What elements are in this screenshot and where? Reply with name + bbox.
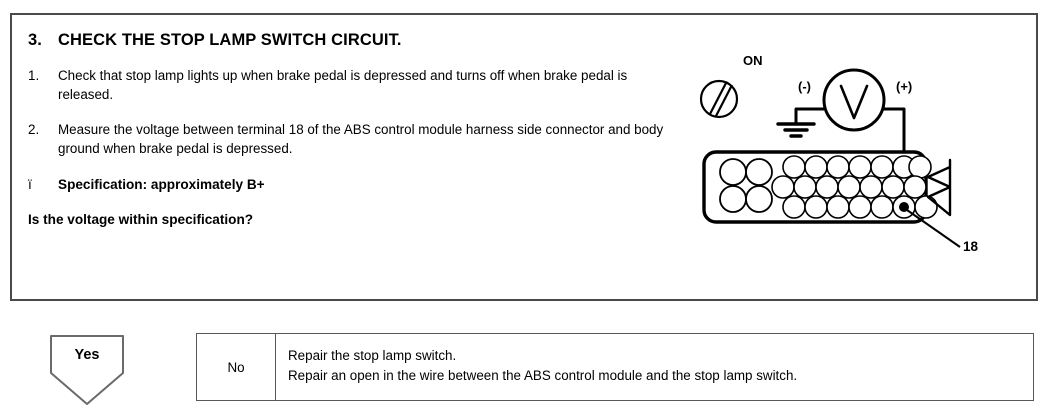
terminal-18-label: 18 (963, 239, 979, 254)
positive-lead-label: (+) (896, 79, 913, 94)
action-line-1: Repair the stop lamp switch. (288, 348, 457, 363)
connector-pin-matrix (771, 155, 938, 219)
no-branch-label-cell[interactable]: No (197, 334, 276, 400)
procedure-item-2: 2. Measure the voltage between terminal … (28, 120, 680, 158)
chassis-ground-icon (776, 122, 816, 138)
yes-branch-label: Yes (74, 347, 100, 363)
no-branch-action-cell: Repair the stop lamp switch. Repair an o… (276, 334, 1033, 400)
step-title: CHECK THE STOP LAMP SWITCH CIRCUIT. (58, 31, 402, 49)
specification-line: ï Specification: approximately B+ (28, 177, 680, 192)
specification-bullet-icon: ï (28, 177, 32, 193)
terminal-18-leader-line (906, 209, 961, 248)
terminal-18-probe-point (899, 202, 909, 212)
specification-text: Specification: approximately B+ (58, 177, 265, 193)
ignition-key-on-icon (699, 79, 739, 119)
action-line-2: Repair an open in the wire between the A… (288, 368, 798, 384)
negative-lead-wire (794, 107, 826, 125)
procedure-item-1: 1. Check that stop lamp lights up when b… (28, 66, 680, 104)
ignition-on-label: ON (743, 53, 763, 68)
decision-row: Yes No Repair the stop lamp switch. Repa… (0, 325, 1050, 417)
yes-branch-marker[interactable] (48, 333, 126, 407)
no-branch-table: No Repair the stop lamp switch. Repair a… (196, 333, 1034, 401)
voltmeter-icon (822, 68, 886, 132)
step-question: Is the voltage within specification? (28, 212, 254, 228)
step-heading: 3. CHECK THE STOP LAMP SWITCH CIRCUIT. (28, 31, 680, 50)
procedure-number-2: 2. (28, 122, 40, 138)
negative-lead-label: (-) (798, 79, 811, 94)
no-branch-label: No (227, 359, 245, 375)
connector-left-pin-group (719, 158, 773, 213)
circuit-diagram: ON (-) (+) 18 (688, 17, 1038, 297)
abs-harness-connector-icon (702, 150, 938, 224)
step-text-column: 3. CHECK THE STOP LAMP SWITCH CIRCUIT. 1… (20, 21, 680, 227)
connector-latch-icon (926, 158, 952, 217)
step-number: 3. (28, 31, 42, 49)
procedure-number-1: 1. (28, 68, 40, 83)
procedure-text-1: Check that stop lamp lights up when brak… (58, 68, 628, 103)
step-box: 3. CHECK THE STOP LAMP SWITCH CIRCUIT. 1… (10, 13, 1038, 301)
procedure-text-2: Measure the voltage between terminal 18 … (58, 122, 664, 157)
